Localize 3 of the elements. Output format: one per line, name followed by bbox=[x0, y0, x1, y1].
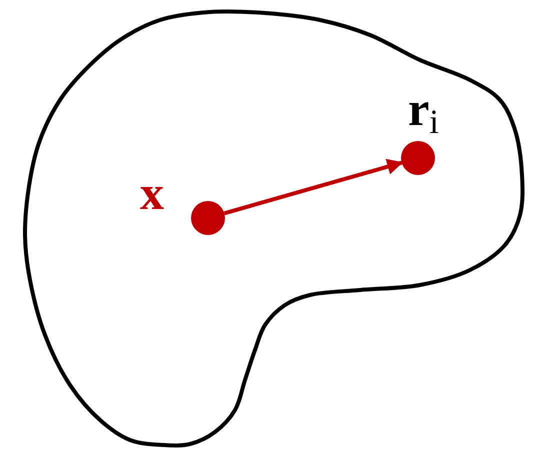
arrow bbox=[224, 158, 404, 216]
point-label: x bbox=[140, 170, 164, 218]
point-label: r$_{i}$ bbox=[408, 86, 439, 140]
